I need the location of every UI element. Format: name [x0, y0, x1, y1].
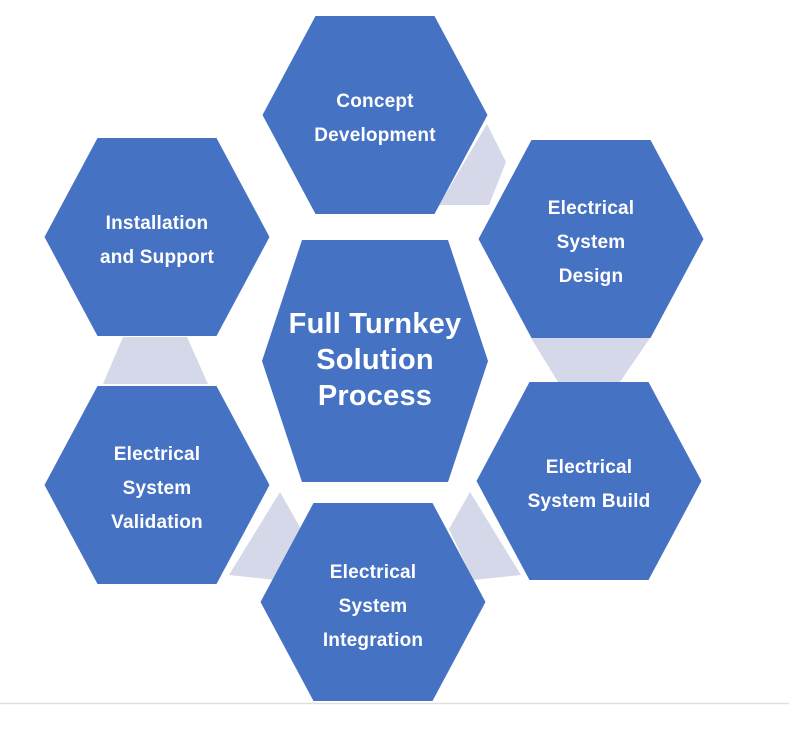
hexagon-electrical-system-integration: [260, 503, 486, 701]
hexagon-electrical-system-design: [478, 140, 704, 338]
hexagon-electrical-system-validation: [44, 386, 270, 584]
hexagon-installation-and-support: [44, 138, 270, 336]
hexagon-full-turnkey-center: [262, 240, 488, 482]
connector-build-to-integration: [449, 492, 521, 580]
connector-validation-to-installation: [103, 337, 208, 384]
hexagon-concept-development: [262, 16, 488, 214]
connector-integration-to-validation: [229, 492, 301, 580]
connector-concept-to-design: [439, 124, 506, 205]
hexagon-electrical-system-build: [476, 382, 702, 580]
connector-design-to-build: [531, 338, 650, 382]
